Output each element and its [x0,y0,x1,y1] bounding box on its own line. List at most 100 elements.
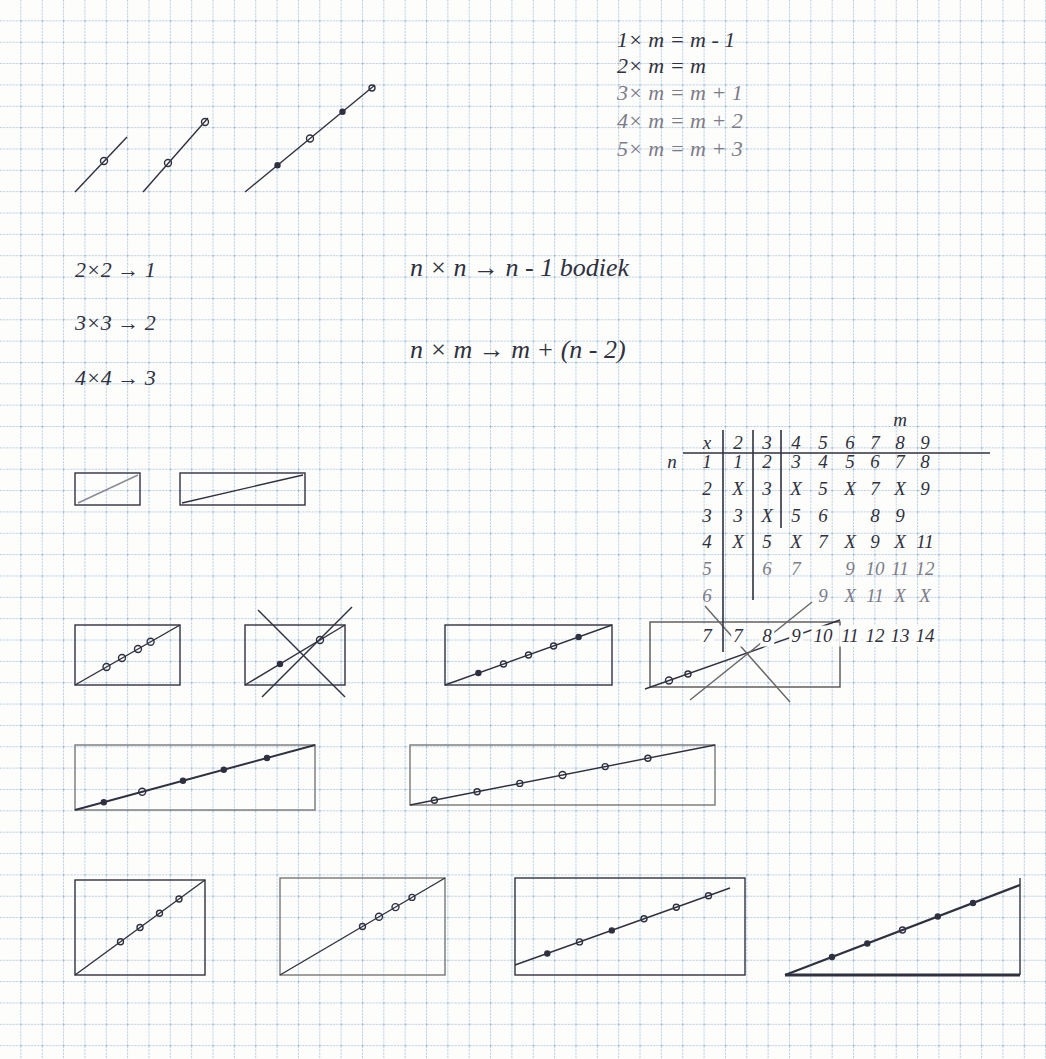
table-cell: 1 [702,452,712,473]
cross-out [705,606,790,702]
table-header: x [703,433,711,454]
table-header: 5 [818,433,828,454]
table-cell: 5 [702,559,712,580]
case-note: 2×2 → 1 [75,258,156,282]
table-cell: 11 [839,626,861,647]
table-cell: 3 [733,506,743,527]
table-cell: 7 [895,452,905,473]
diagonal-line [645,620,840,689]
table-header: 7 [870,433,880,454]
lattice-point [135,646,142,653]
table-cell: 4 [818,452,828,473]
table-cell: 11 [866,586,884,607]
equation-note: 1× m = m - 1 [617,28,735,52]
table-cell: X [844,532,856,553]
lattice-point [307,135,314,142]
lattice-point [645,755,651,761]
lattice-point [369,85,375,91]
diagonal-line [785,885,1020,975]
table-cell: 7 [818,532,828,553]
table-cell: 14 [914,626,937,647]
lattice-point [431,797,437,803]
lattice-point [517,780,523,786]
table-rule [683,452,990,454]
table-cell: 5 [762,532,772,553]
grid-rectangle [410,745,715,805]
table-cell: X [844,586,856,607]
rule-note: n × m → m + (n - 2) [410,336,626,365]
table-header: 3 [762,433,772,454]
axis-label: m [893,410,907,431]
table-cell: 5 [818,479,828,500]
lattice-point [137,925,143,931]
table-rules [683,430,990,652]
table-cell: 13 [889,626,912,647]
table-header: 8 [895,433,905,454]
table-cell: 9 [789,626,803,647]
lattice-point [474,789,480,795]
diagonal-line [445,625,612,685]
lattice-point [157,910,163,916]
table-cell: X [844,479,856,500]
lattice-point [275,163,280,168]
diagonal-line [75,880,205,975]
lattice-point [609,928,614,933]
lattice-point [577,939,583,945]
table-cell: 3 [791,452,801,473]
diagonal-line [245,625,345,685]
lattice-point [900,927,906,933]
table-cell: 3 [762,479,772,500]
lattice-point [501,661,507,667]
lattice-point [118,939,124,945]
diagonal-line [75,625,180,685]
lattice-point [202,119,209,126]
table-cell: X [761,506,773,527]
table-header: 4 [791,433,801,454]
table-header: 2 [733,433,743,454]
table-cell: 4 [702,532,712,553]
lattice-point [176,896,182,902]
table-cell: 6 [762,559,772,580]
table-cell: 10 [866,559,885,580]
table-cell: 9 [845,559,855,580]
lattice-point [559,772,566,779]
table-cell: 6 [870,452,880,473]
table-cell: 1 [733,452,743,473]
lattice-point [685,671,691,677]
table-rule [780,430,782,528]
table-cell: 12 [916,559,935,580]
lattice-point [830,955,835,960]
grid-rectangle [180,473,305,505]
diagonal-line [143,118,208,192]
table-header: 6 [845,433,855,454]
table-cell: 10 [812,626,835,647]
table-cell: 6 [702,586,712,607]
table-cell: X [790,479,802,500]
equation-note: 5× m = m + 3 [617,137,743,161]
table-cell: 7 [700,626,714,647]
case-note: 3×3 → 2 [75,311,156,335]
equation-note: 4× m = m + 2 [617,109,743,133]
table-cell: X [894,479,906,500]
table-cell: X [732,479,744,500]
table-cell: X [732,532,744,553]
diagonal-line [280,878,445,975]
lattice-point [526,652,532,658]
cross-out [262,607,352,697]
lattice-point [551,643,557,649]
table-cell: 3 [702,506,712,527]
table-cell: 7 [870,479,880,500]
table-cell: 9 [870,532,880,553]
table-cell: 6 [818,506,828,527]
lattice-point [935,914,940,919]
lattice-point [673,904,679,910]
equation-note: 2× m = m [617,54,706,78]
table-cell: 8 [760,626,774,647]
lattice-point [181,778,186,783]
table-cell: 9 [818,586,828,607]
lattice-point [119,655,126,662]
lattice-point [641,916,647,922]
lattice-point [545,951,550,956]
